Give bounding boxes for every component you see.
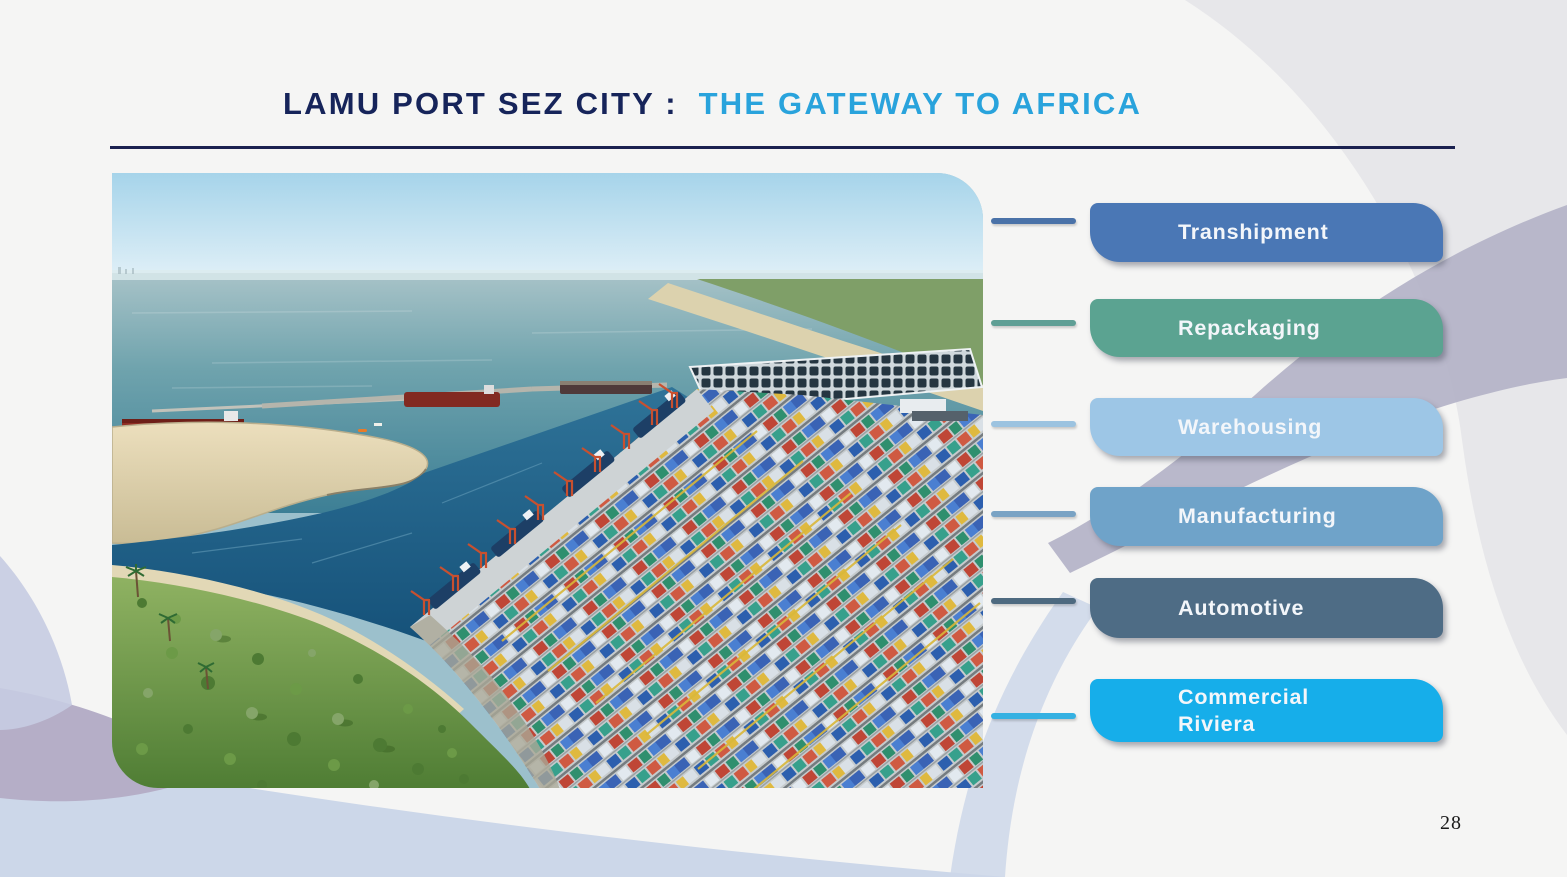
- label-repackaging: Repackaging: [1090, 299, 1443, 357]
- label-text: Repackaging: [1178, 315, 1321, 340]
- port-aerial-image: [112, 173, 983, 788]
- title-highlight: THE GATEWAY TO AFRICA: [698, 86, 1143, 121]
- title-underline: [110, 146, 1455, 149]
- slide-title: LAMU PORT SEZ CITY : THE GATEWAY TO AFRI…: [283, 86, 1142, 122]
- label-text: Commercial Riviera: [1178, 684, 1310, 736]
- label-commercial-riviera: Commercial Riviera: [1090, 679, 1443, 742]
- connector-automotive: [991, 598, 1076, 604]
- label-manufacturing: Manufacturing: [1090, 487, 1443, 546]
- connector-commercial-riviera: [991, 713, 1076, 719]
- page-number: 28: [1440, 812, 1462, 834]
- label-automotive: Automotive: [1090, 578, 1443, 638]
- title-main: LAMU PORT SEZ CITY :: [283, 86, 678, 121]
- label-warehousing: Warehousing: [1090, 398, 1443, 456]
- connector-transhipment: [991, 218, 1076, 224]
- label-transhipment: Transhipment: [1090, 203, 1443, 262]
- label-text: Transhipment: [1178, 220, 1329, 244]
- connector-repackaging: [991, 320, 1076, 326]
- connector-manufacturing: [991, 511, 1076, 517]
- connector-warehousing: [991, 421, 1076, 427]
- label-text: Manufacturing: [1178, 504, 1337, 528]
- label-text: Warehousing: [1178, 414, 1323, 439]
- port-scene-illustration: [112, 173, 983, 788]
- label-text: Automotive: [1178, 595, 1305, 620]
